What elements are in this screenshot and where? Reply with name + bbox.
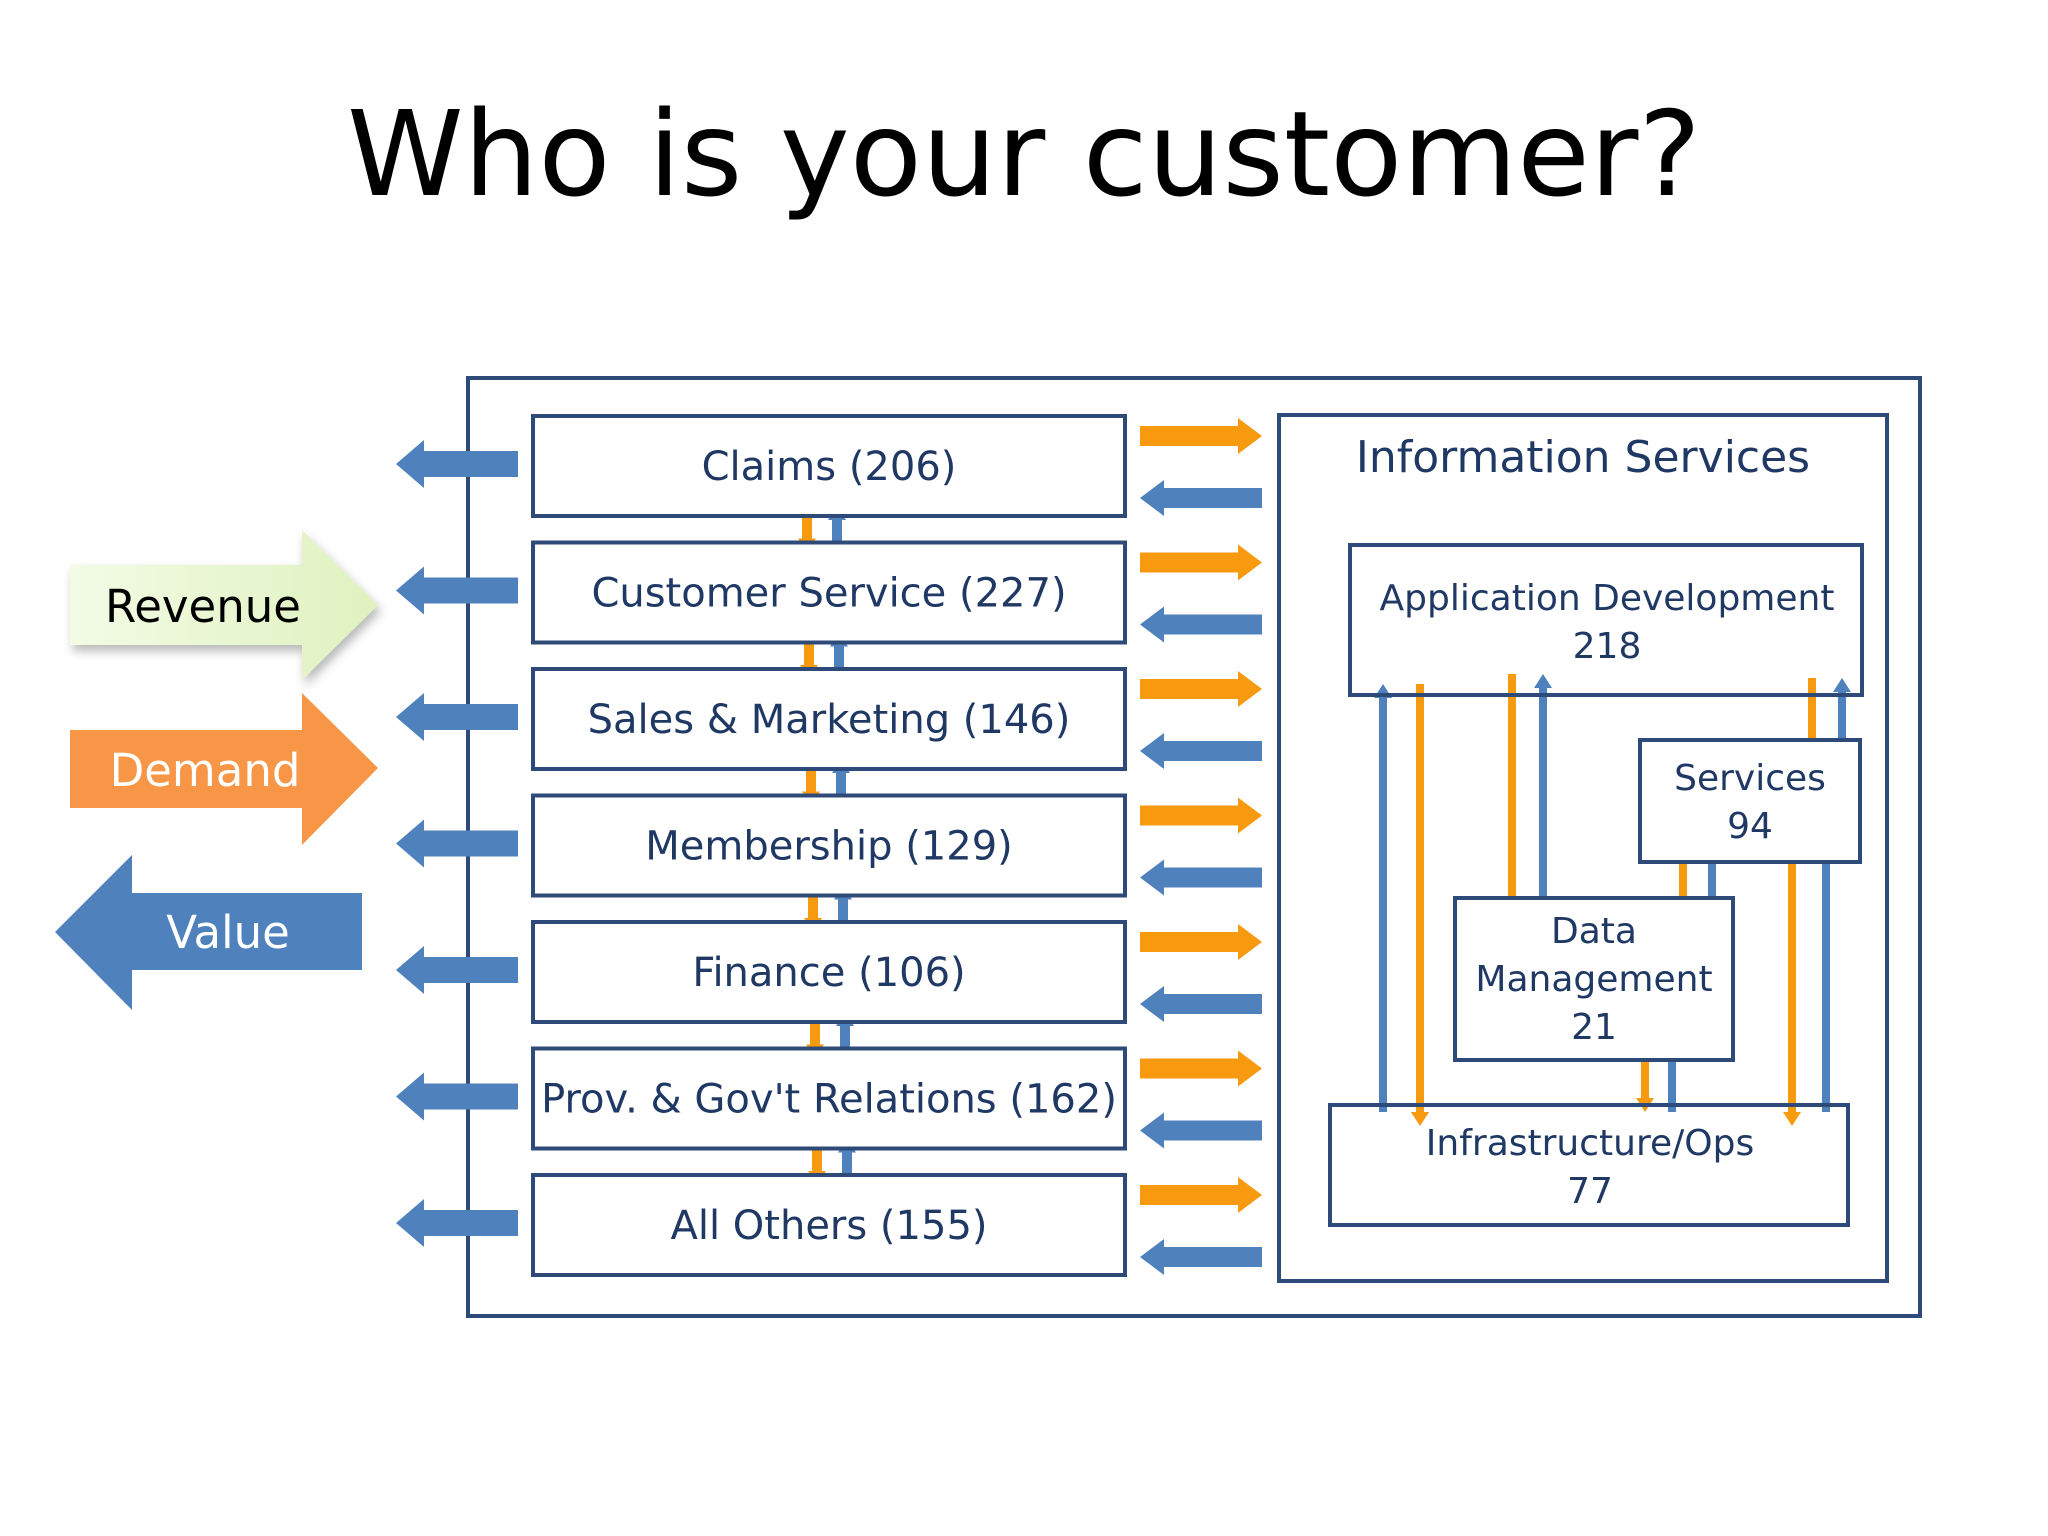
demand-label: Demand <box>110 744 301 797</box>
revenue-arrow-shape <box>70 530 378 680</box>
value-arrow-shape <box>55 855 362 1010</box>
revenue-label: Revenue <box>105 580 301 633</box>
value-out-arrow <box>396 440 518 488</box>
is-value-arrow <box>1534 674 1552 910</box>
demand-arrow-to-is <box>1140 1177 1262 1213</box>
department-box <box>531 414 1127 518</box>
services-box <box>1638 738 1862 864</box>
is-value-arrow <box>1833 678 1851 746</box>
app-dev-box <box>1348 543 1864 697</box>
department-item: All Others (155) <box>396 1173 1262 1277</box>
data-management-count: 21 <box>1571 1007 1617 1048</box>
infrastructure-ops-count: 77 <box>1567 1171 1613 1212</box>
demand-arrow-to-is <box>1140 924 1262 960</box>
is-value-arrow <box>1374 684 1392 1112</box>
demand-arrow-to-is <box>1140 1050 1262 1087</box>
app-dev-count: 218 <box>1573 626 1642 667</box>
is-flow-arrows <box>1374 674 1851 1126</box>
app-dev-name: Application Development <box>1380 578 1835 619</box>
value-arrow-from-is <box>1140 1239 1262 1275</box>
legend: Revenue Demand Value <box>55 530 378 1010</box>
demand-arrow-to-is <box>1140 418 1262 454</box>
department-item: Customer Service (227) <box>396 540 1262 645</box>
department-label: All Others (155) <box>671 1203 988 1249</box>
department-item: Sales & Marketing (146) <box>396 667 1262 771</box>
department-item: Membership (129) <box>396 793 1262 898</box>
value-arrow-from-is <box>1140 733 1262 769</box>
data-management-name-line2: Management <box>1475 959 1712 1000</box>
value-out-arrow <box>396 566 518 615</box>
department-label: Prov. & Gov't Relations (162) <box>541 1077 1117 1123</box>
is-demand-arrow <box>1411 684 1429 1126</box>
value-out-arrow <box>396 819 518 868</box>
services-count: 94 <box>1727 806 1773 847</box>
department-box <box>531 920 1127 1024</box>
value-arrow-from-is <box>1140 859 1262 896</box>
demand-arrow-to-is <box>1140 544 1262 581</box>
departments: Claims (206) Customer Service (227) Sales … <box>396 414 1262 1277</box>
value-out-arrow <box>396 946 518 994</box>
department-box <box>531 793 1127 898</box>
is-value-arrow <box>1817 846 1835 1112</box>
demand-arrow-shape <box>70 693 378 845</box>
value-arrow: Value <box>55 855 362 1010</box>
services-name: Services <box>1674 758 1826 799</box>
is-demand-arrow <box>1783 846 1801 1126</box>
is-demand-arrow <box>1636 1045 1654 1112</box>
slide-title: Who is your customer? <box>347 85 1701 223</box>
is-demand-arrow <box>1503 674 1521 910</box>
department-item: Claims (206) <box>396 414 1262 518</box>
value-out-arrow <box>396 1199 518 1247</box>
infrastructure-ops-name: Infrastructure/Ops <box>1426 1123 1754 1164</box>
value-arrow-from-is <box>1140 1112 1262 1149</box>
department-box <box>531 667 1127 771</box>
department-box <box>531 1046 1127 1151</box>
information-services-panel: Information Services Application Develop… <box>1277 413 1889 1283</box>
value-arrow-from-is <box>1140 606 1262 643</box>
demand-arrow-to-is <box>1140 671 1262 707</box>
is-demand-arrow <box>1803 678 1821 760</box>
data-management-box <box>1453 896 1735 1062</box>
department-box <box>531 1173 1127 1277</box>
value-arrow-from-is <box>1140 986 1262 1022</box>
infrastructure-ops-box <box>1328 1103 1850 1227</box>
revenue-arrow: Revenue <box>70 530 378 680</box>
department-box <box>531 540 1127 645</box>
department-item: Finance (106) <box>396 920 1262 1024</box>
information-services-title: Information Services <box>1356 432 1810 483</box>
department-label: Customer Service (227) <box>591 571 1066 617</box>
is-value-arrow <box>1663 1045 1681 1112</box>
demand-arrow-to-is <box>1140 797 1262 834</box>
is-value-arrow <box>1703 848 1721 912</box>
value-out-arrow <box>396 1072 518 1121</box>
value-arrow-from-is <box>1140 480 1262 516</box>
department-label: Finance (106) <box>692 950 965 996</box>
department-label: Sales & Marketing (146) <box>588 697 1071 743</box>
demand-arrow: Demand <box>70 693 378 845</box>
department-label: Claims (206) <box>702 444 957 490</box>
data-management-name-line1: Data <box>1551 911 1637 952</box>
value-out-arrow <box>396 693 518 741</box>
is-demand-arrow <box>1674 848 1692 912</box>
value-label: Value <box>166 906 290 959</box>
department-item: Prov. & Gov't Relations (162) <box>396 1046 1262 1151</box>
department-label: Membership (129) <box>645 824 1013 870</box>
